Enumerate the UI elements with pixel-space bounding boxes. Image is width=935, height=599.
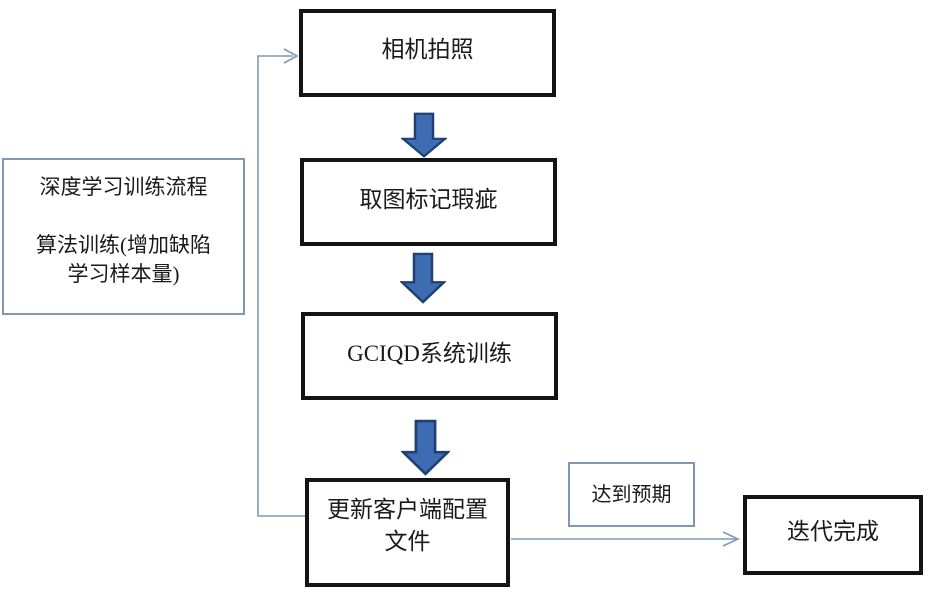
down-arrow-icon-1 xyxy=(401,112,447,158)
node-mark-defects-label: 取图标记瑕疵 xyxy=(359,187,498,212)
note-training-process: 深度学习训练流程 算法训练(增加缺陷 学习样本量) xyxy=(2,158,245,315)
node-system-training-label: GCIQD系统训练 xyxy=(347,341,512,366)
feedback-connector-line xyxy=(257,55,306,517)
node-iteration-done-label: 迭代完成 xyxy=(787,519,879,544)
node-mark-defects: 取图标记瑕疵 xyxy=(300,158,557,246)
down-arrow-icon-2 xyxy=(400,252,446,304)
feedback-arrowhead-icon xyxy=(283,48,299,64)
down-arrow-icon-3 xyxy=(401,419,450,476)
node-update-client-config-label: 更新客户端配置 文件 xyxy=(327,497,488,554)
node-update-client-config: 更新客户端配置 文件 xyxy=(305,478,510,587)
node-camera-capture: 相机拍照 xyxy=(299,9,556,97)
label-expectation-met: 达到预期 xyxy=(568,462,695,527)
node-camera-capture-label: 相机拍照 xyxy=(381,37,474,62)
note-training-process-label: 深度学习训练流程 算法训练(增加缺陷 学习样本量) xyxy=(36,175,211,286)
done-arrowhead-icon xyxy=(722,531,740,547)
label-expectation-met-text: 达到预期 xyxy=(591,484,672,506)
node-system-training: GCIQD系统训练 xyxy=(301,312,558,400)
node-iteration-done: 迭代完成 xyxy=(743,495,923,575)
